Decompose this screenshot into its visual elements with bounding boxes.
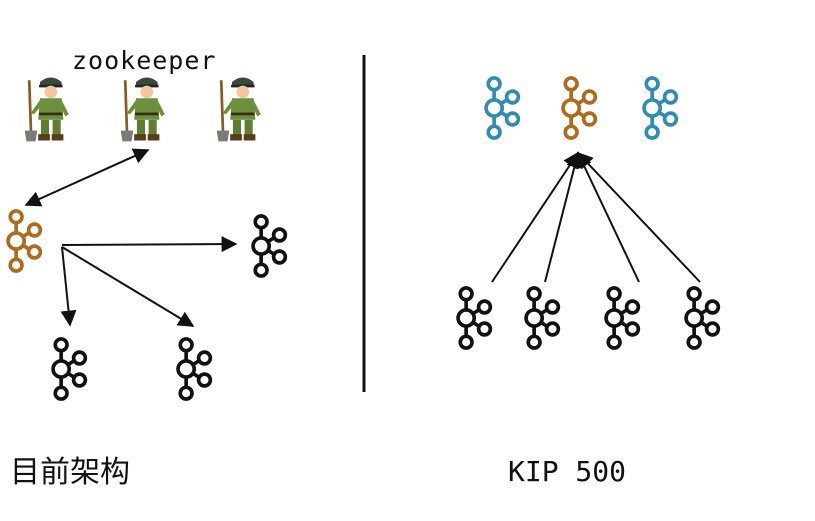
arrow-to-bottom-right-broker [61,246,195,327]
broker-bottom-left-icon [51,336,88,402]
broker-bottom-right-icon [176,336,213,402]
arrow-to-right-broker [61,236,238,253]
zookeeper-label: zookeeper [72,46,217,75]
quorum-controller-1-icon [484,75,521,141]
controller-broker-icon [6,208,43,274]
kip-broker-1-icon [456,285,493,351]
zookeeper-node-3-icon [215,76,263,143]
kip-arrow-3 [576,151,640,283]
zookeeper-node-2-icon [119,76,167,143]
kip-broker-4-icon [684,285,721,351]
arrow-to-bottom-left-broker [60,246,77,327]
kip-arrow-2 [544,151,583,283]
quorum-controller-3-icon [642,75,679,141]
kip-500-caption: KIP 500 [508,455,627,488]
kip-broker-3-icon [604,285,641,351]
zookeeper-node-1-icon [23,76,71,143]
broker-right-icon [251,213,288,279]
kip-arrow-1 [491,151,579,283]
kip-arrow-4 [576,151,701,283]
kip-broker-2-icon [524,285,561,351]
zookeeper-link-arrow [24,148,150,207]
current-architecture-caption: 目前架构 [10,455,130,490]
active-controller-icon [561,75,598,141]
